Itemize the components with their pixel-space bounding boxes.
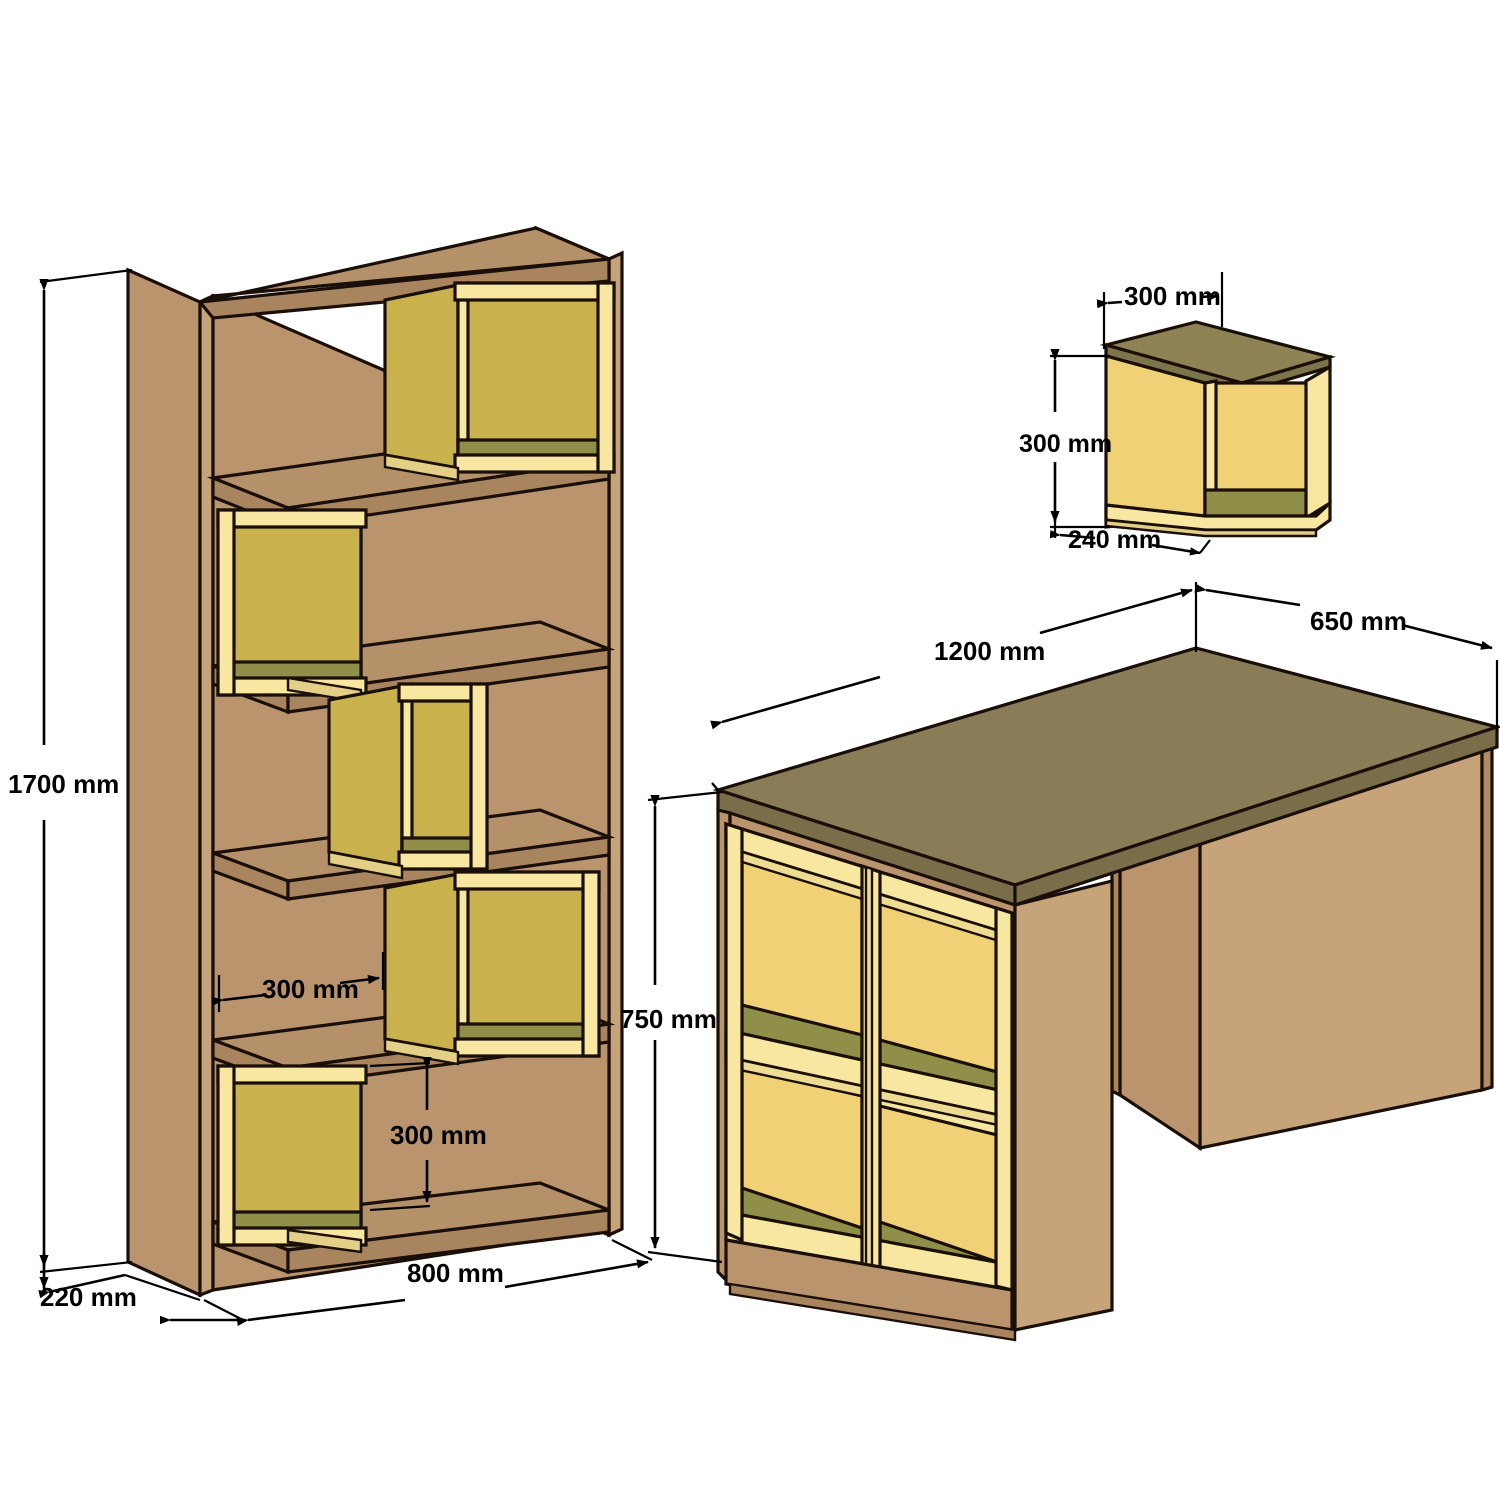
label-desk-length: 1200 mm xyxy=(934,636,1045,666)
dimension-cube-module-width: 300 mm xyxy=(1096,272,1224,349)
bookcase-cube-insert-2 xyxy=(216,508,368,704)
bookcase-view: 1700 mm 800 mm 220 mm 300 mm xyxy=(8,225,653,1326)
bookcase-cube-insert-1 xyxy=(383,281,616,482)
bookcase-cube-insert-3 xyxy=(327,682,489,880)
label-bookcase-width: 800 mm xyxy=(407,1258,504,1288)
bookcase-cube-insert-5 xyxy=(216,1064,368,1254)
label-cube-module-height: 300 mm xyxy=(1019,430,1112,458)
dimension-cube-module-depth: 240 mm xyxy=(1049,522,1211,556)
label-cube-width: 300 mm xyxy=(262,974,359,1004)
label-bookcase-depth: 220 mm xyxy=(40,1282,137,1312)
bookcase-left-side-panel xyxy=(126,267,215,1298)
label-cube-height: 300 mm xyxy=(390,1120,487,1150)
dimension-desk-depth: 650 mm xyxy=(1194,583,1499,731)
dimension-cube-width: 300 mm xyxy=(211,952,385,1012)
label-cube-module-depth: 240 mm xyxy=(1068,526,1161,554)
dimension-bookcase-width: 800 mm xyxy=(203,1239,653,1326)
dimension-cube-module-height: 300 mm xyxy=(1019,349,1112,529)
label-cube-module-width: 300 mm xyxy=(1124,281,1221,311)
cube-module-view: 300 mm 300 mm 240 mm xyxy=(1019,272,1336,556)
bookcase-top-board xyxy=(196,226,611,320)
bookcase-cube-insert-4 xyxy=(383,870,601,1066)
desk-top xyxy=(712,646,1500,908)
dimension-bookcase-height: 1700 mm xyxy=(8,268,133,1274)
dimension-desk-height: 750 mm xyxy=(620,790,723,1264)
label-desk-height: 750 mm xyxy=(620,1004,717,1034)
label-desk-depth: 650 mm xyxy=(1310,606,1407,636)
dimension-cube-height: 300 mm xyxy=(369,1057,487,1212)
desk-view: 1200 mm 650 mm 750 mm xyxy=(620,582,1500,1342)
label-bookcase-height: 1700 mm xyxy=(8,769,119,799)
dimension-bookcase-depth: 220 mm xyxy=(38,1252,243,1325)
dimension-desk-length: 1200 mm xyxy=(710,582,1198,791)
